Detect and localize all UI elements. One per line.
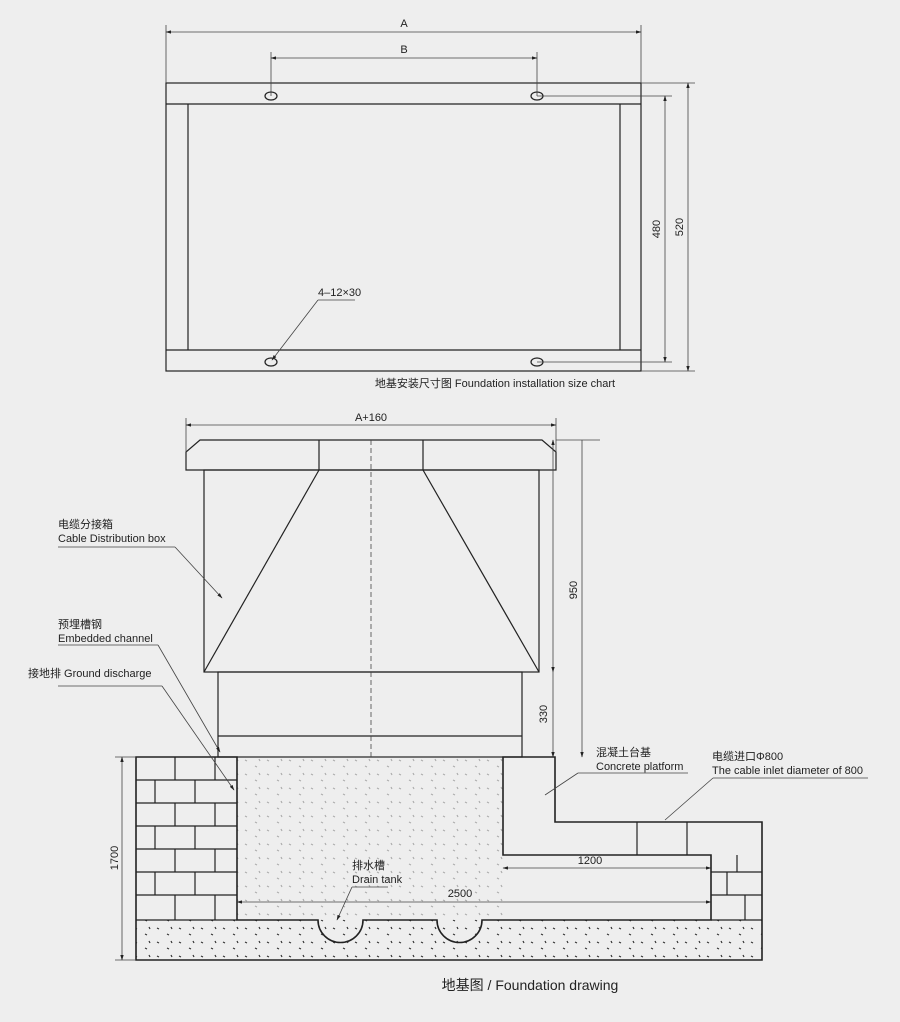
section-caption: 地基图 / Foundation drawing — [442, 977, 619, 993]
inlet-label-en: The cable inlet diameter of 800 — [712, 765, 863, 777]
drain-label-cn: 排水槽 — [352, 858, 385, 872]
dim-1700-label: 1700 — [109, 846, 121, 870]
dimension-lines-top — [165, 25, 695, 372]
top-view-caption: 地基安装尺寸图 Foundation installation size cha… — [375, 376, 615, 390]
dim-1200-label: 1200 — [578, 855, 602, 867]
cable-box-label-en: Cable Distribution box — [58, 533, 166, 545]
mounting-hole — [264, 91, 544, 367]
top-view-frame — [165, 82, 642, 372]
inlet-label-cn: 电缆进口Φ800 — [712, 750, 783, 763]
drain-label-en: Drain tank — [352, 874, 403, 886]
dim-950-label: 950 — [568, 581, 580, 599]
cable-box-label-cn: 电缆分接箱 — [58, 517, 113, 531]
channel-label-en: Embedded channel — [58, 633, 153, 645]
dim-480-label: 480 — [651, 220, 663, 238]
dimension-lines-section — [58, 418, 868, 961]
dim-2500-label: 2500 — [448, 888, 472, 900]
foundation-pit — [135, 756, 763, 961]
platform-label-cn: 混凝土台基 — [596, 745, 651, 759]
platform-label-en: Concrete platform — [596, 761, 683, 773]
dim-a-label: A — [400, 18, 408, 30]
hole-spec-label: 4–12×30 — [318, 287, 361, 299]
dim-b-label: B — [400, 44, 407, 56]
dim-520-label: 520 — [674, 218, 686, 236]
channel-label-cn: 预埋槽钢 — [58, 618, 102, 631]
brick-wall-left — [136, 757, 237, 920]
ground-label: 接地排 Ground discharge — [28, 666, 152, 680]
dim-330-label: 330 — [538, 705, 550, 723]
cable-distribution-box — [185, 439, 557, 758]
dim-a160-label: A+160 — [355, 412, 387, 424]
brick-wall-right — [711, 855, 762, 920]
